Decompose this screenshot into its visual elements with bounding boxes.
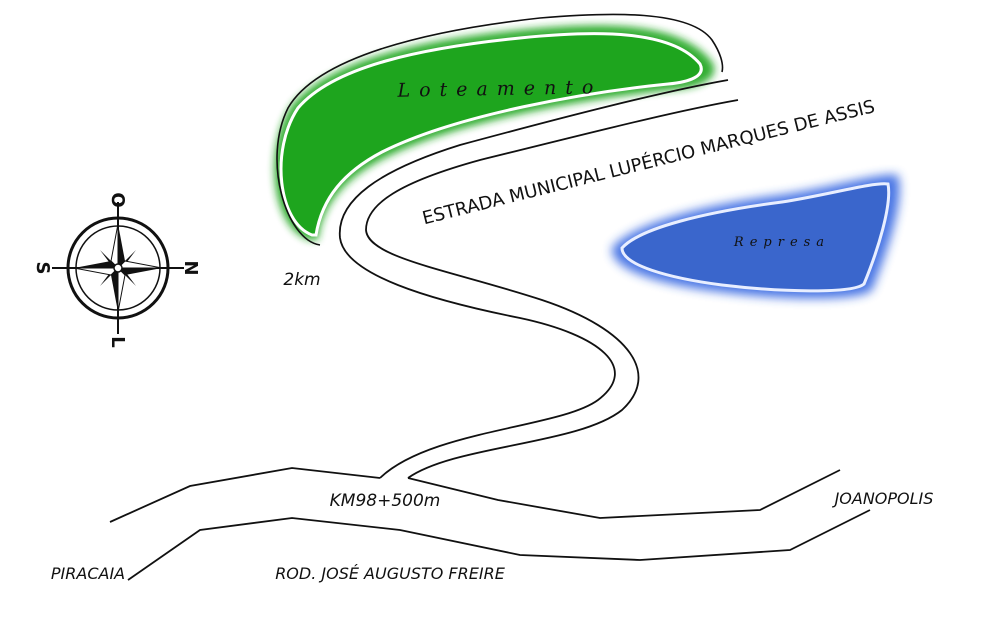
rodovia-road (109, 467, 871, 581)
estrada-municipal-road (338, 79, 739, 479)
compass-bottom-label: L (107, 336, 128, 347)
compass-left-label: S (32, 262, 53, 275)
represa-label: Represa (733, 235, 830, 250)
junction-label: KM98+500m (330, 491, 441, 511)
loteamento-label: Loteamento (396, 76, 602, 102)
compass-right-label: N (180, 260, 201, 275)
piracaia-label: PIRACAIA (51, 564, 125, 583)
represa-area (611, 174, 900, 299)
compass-rose: O N L S (32, 192, 201, 347)
distance-label: 2km (283, 270, 320, 290)
rodovia-label: ROD. JOSÉ AUGUSTO FREIRE (275, 564, 506, 583)
compass-top-label: O (107, 192, 128, 207)
joanopolis-label: JOANOPOLIS (832, 489, 934, 508)
loteamento-area (274, 13, 724, 246)
